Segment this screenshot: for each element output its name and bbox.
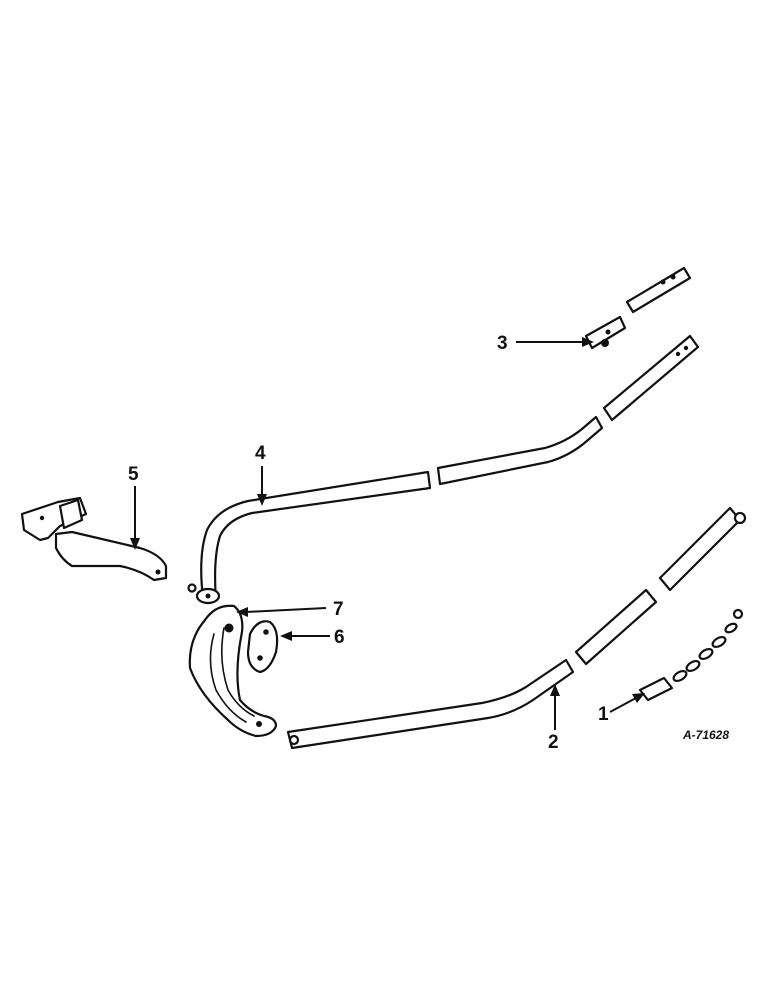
part-2-lower-bar [286,506,747,750]
part-5-bracket [20,496,168,582]
part-4-upper-bar [187,334,700,605]
callout-2: 2 [548,732,559,753]
callout-3: 3 [497,333,508,354]
leader-lines [130,337,645,730]
callout-5: 5 [128,464,139,485]
callout-6: 6 [334,627,345,648]
reference-number: A-71628 [682,728,729,742]
part-1-chain [638,608,744,702]
callout-7: 7 [333,599,344,620]
callout-1: 1 [598,704,609,725]
callout-4: 4 [255,443,266,464]
part-6-plate [246,620,279,674]
part-3-link-plates [584,266,692,350]
part-7-lever-arm [188,604,278,738]
